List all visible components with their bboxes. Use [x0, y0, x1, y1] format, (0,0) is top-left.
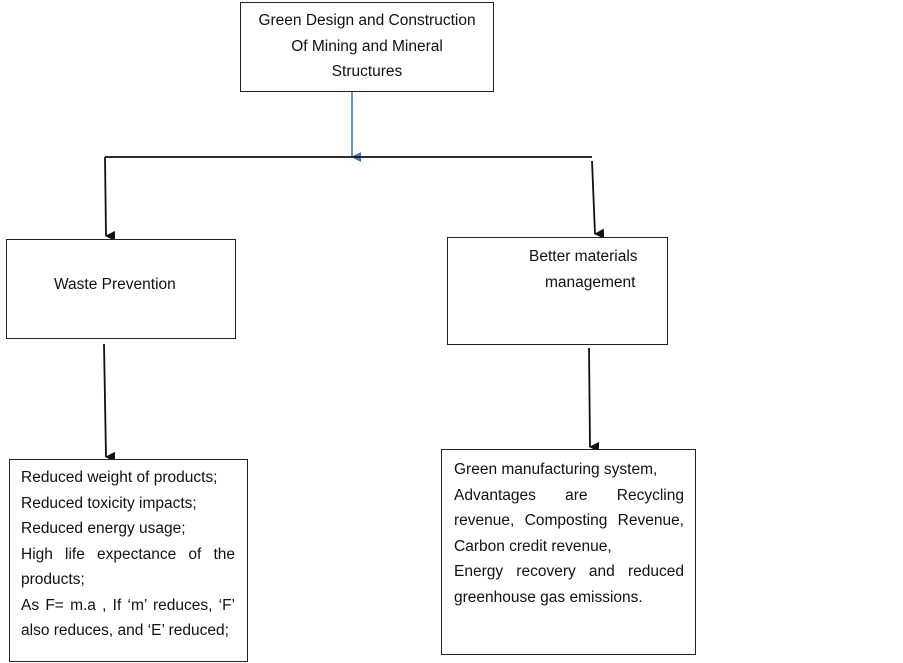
- materials-detail-line: revenue, Composting Revenue,: [454, 512, 684, 529]
- waste-prevention-label: Waste Prevention: [54, 276, 176, 293]
- waste-detail-line: products;: [21, 571, 85, 588]
- waste-prevention-node: Waste Prevention: [6, 239, 236, 339]
- materials-detail-line: Energy recovery and reduced: [454, 563, 684, 580]
- materials-management-node: Better materials management: [447, 237, 668, 345]
- materials-detail-line: Green manufacturing system,: [454, 461, 658, 478]
- waste-detail-line: As F= m.a , If ‘m’ reduces, ‘F’: [21, 596, 235, 614]
- materials-management-label-line-2: management: [545, 274, 636, 291]
- waste-detail-line: High life expectance of the: [21, 545, 235, 563]
- materials-detail-line: Carbon credit revenue,: [454, 537, 612, 555]
- materials-management-details: Green manufacturing system, Advantages a…: [441, 449, 696, 655]
- materials-detail-line: greenhouse gas emissions.: [454, 588, 643, 606]
- waste-detail-line: Reduced toxicity impacts;: [21, 494, 197, 512]
- materials-management-label-line-1: Better materials: [529, 248, 638, 265]
- materials-detail-line: Advantages are Recycling: [454, 486, 684, 504]
- waste-detail-line: Reduced weight of products;: [21, 469, 218, 486]
- arrow-to-materials-details: [588, 347, 600, 452]
- arrow-to-waste-details: [103, 343, 116, 462]
- waste-detail-line: also reduces, and ‘E’ reduced;: [21, 622, 229, 639]
- root-title-line-1: Green Design and Construction: [258, 12, 476, 29]
- arrow-to-waste-prevention: [104, 156, 116, 241]
- waste-detail-line: Reduced energy usage;: [21, 520, 186, 537]
- root-node: Green Design and Construction Of Mining …: [240, 2, 494, 92]
- arrow-to-materials-management: [591, 160, 605, 239]
- root-title-line-3: Structures: [331, 63, 403, 80]
- waste-prevention-details: Reduced weight of products; Reduced toxi…: [9, 459, 248, 662]
- root-title-line-2: Of Mining and Mineral: [291, 37, 443, 55]
